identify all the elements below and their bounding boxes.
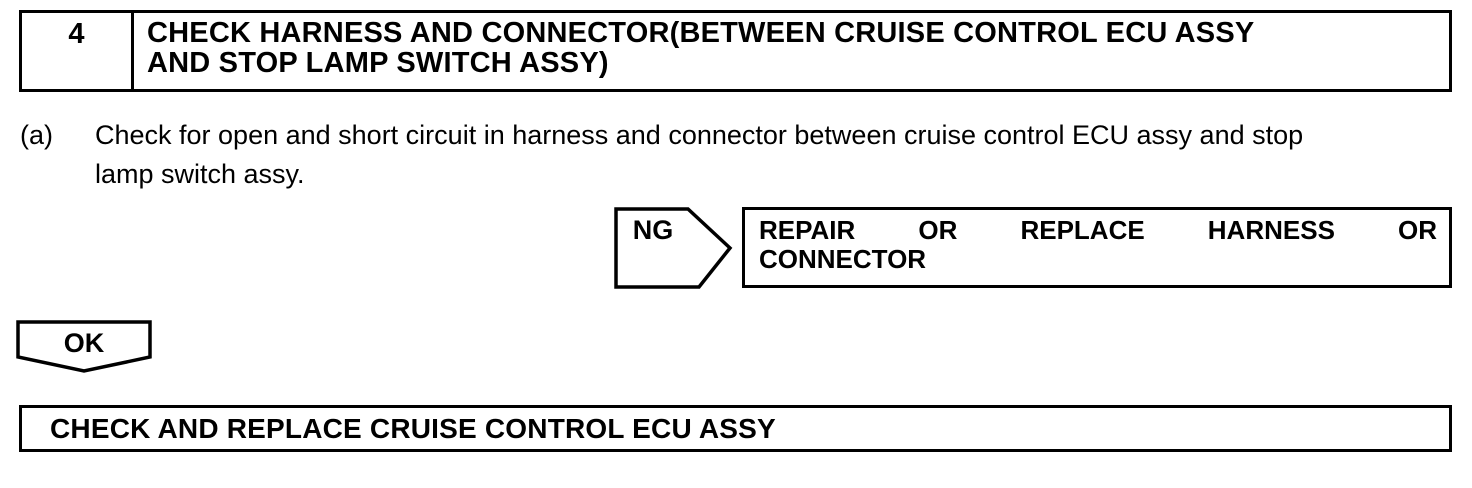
procedure-text-line-1: Check for open and short circuit in harn… (95, 120, 1304, 150)
result-action-box: CHECK AND REPLACE CRUISE CONTROL ECU ASS… (19, 405, 1452, 452)
result-action-label: CHECK AND REPLACE CRUISE CONTROL ECU ASS… (50, 412, 776, 444)
step-title: CHECK HARNESS AND CONNECTOR(BETWEEN CRUI… (134, 13, 1449, 89)
step-title-line-2: AND STOP LAMP SWITCH ASSY) (147, 47, 609, 79)
procedure-label: (a) (20, 120, 53, 150)
ng-action-line-1: REPAIR OR REPLACE HARNESS OR (759, 215, 1437, 245)
ng-action-box: REPAIR OR REPLACE HARNESS OR CONNECTOR (742, 207, 1452, 288)
procedure-text-line-2: lamp switch assy. (95, 159, 305, 189)
step-number-cell: 4 (22, 13, 134, 89)
step-header-box: 4 CHECK HARNESS AND CONNECTOR(BETWEEN CR… (19, 10, 1452, 92)
ok-connector-label: OK (63, 328, 105, 358)
step-number: 4 (68, 18, 85, 50)
ng-flow-arrow-shape (614, 207, 733, 289)
ng-action-line-2: CONNECTOR (759, 244, 927, 274)
procedure-text: Check for open and short circuit in harn… (95, 116, 1460, 194)
ok-flow-arrow-shape (16, 320, 152, 373)
ng-connector-label: NG (632, 215, 674, 245)
step-title-line-1: CHECK HARNESS AND CONNECTOR(BETWEEN CRUI… (147, 17, 1255, 49)
